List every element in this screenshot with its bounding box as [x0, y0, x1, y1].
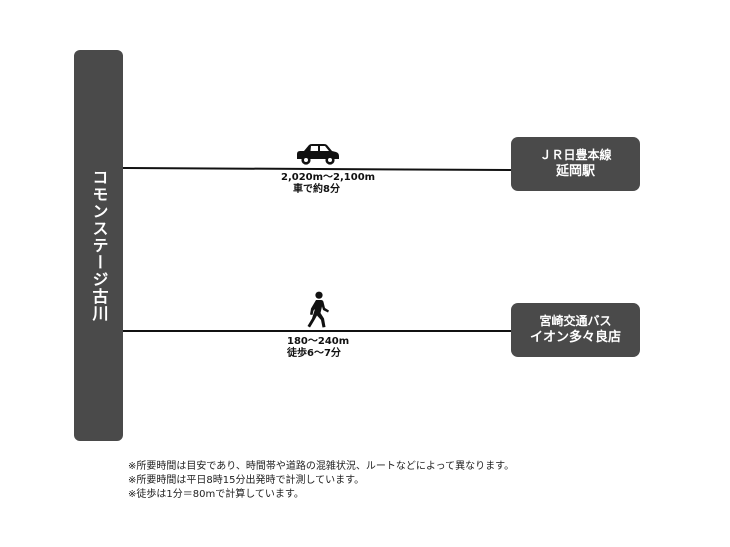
destination-box-bus-stop: 宮崎交通バス イオン多々良店 [511, 303, 640, 357]
route-time-walk: 徒歩6～7分 [287, 348, 341, 359]
footnote-line: ※所要時間は目安であり、時間帯や道路の混雑状況、ルートなどによって異なります。 [128, 461, 515, 472]
route-distance-car: 2,020m～2,100m [281, 172, 376, 183]
origin-bar: コモンステージ古川 [74, 50, 123, 441]
footnotes: ※所要時間は目安であり、時間帯や道路の混雑状況、ルートなどによって異なります。 … [128, 460, 514, 502]
route-info-car: 2,020m～2,100m 車で約8分 [281, 172, 375, 196]
route-line-walk [123, 330, 513, 332]
walking-person-icon [307, 291, 329, 328]
destination-line1: ＪＲ日豊本線 [539, 148, 612, 162]
destination-line1: 宮崎交通バス [539, 314, 612, 328]
route-distance-walk: 180～240m [287, 336, 350, 347]
destination-box-train-station: ＪＲ日豊本線 延岡駅 [511, 137, 640, 191]
footnote-line: ※徒歩は1分＝80mで計算しています。 [128, 489, 304, 500]
origin-label: コモンステージ古川 [89, 169, 109, 322]
route-line-car [122, 167, 513, 172]
route-time-car: 車で約8分 [293, 184, 340, 195]
destination-line2: 延岡駅 [555, 164, 595, 179]
destination-line2: イオン多々良店 [529, 330, 621, 345]
route-info-walk: 180～240m 徒歩6～7分 [287, 336, 349, 360]
car-icon [297, 144, 339, 165]
footnote-line: ※所要時間は平日8時15分出発時で計測しています。 [128, 475, 365, 486]
